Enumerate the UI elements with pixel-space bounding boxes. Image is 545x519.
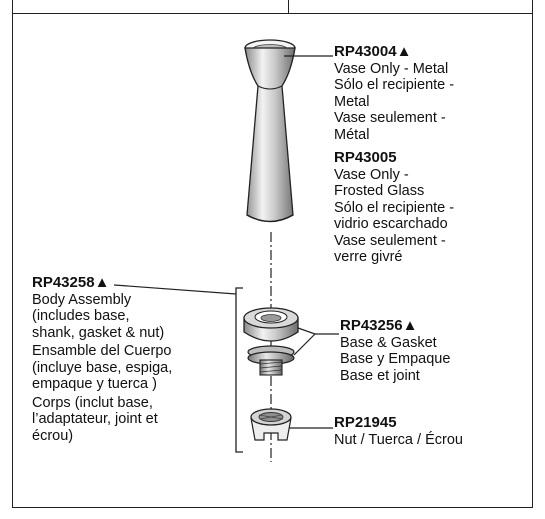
leader-rp43258 bbox=[113, 284, 237, 295]
description-line: shank, gasket & nut) bbox=[32, 324, 165, 341]
header-divider bbox=[288, 0, 289, 13]
description-line: (incluye base, espiga, bbox=[32, 359, 173, 376]
triangle-icon: ▲ bbox=[94, 274, 110, 291]
base-gasket-drawing bbox=[243, 307, 299, 342]
description-line: Body Assembly bbox=[32, 291, 132, 308]
triangle-icon: ▲ bbox=[396, 43, 412, 60]
description-line: Métal bbox=[334, 126, 370, 143]
description-line: Nut / Tuerca / Écrou bbox=[334, 431, 463, 448]
part-number: RP43004 bbox=[334, 43, 397, 60]
description-line: Base et joint bbox=[340, 367, 420, 384]
vase-drawing bbox=[244, 39, 296, 223]
description-line: Vase seulement - bbox=[334, 232, 446, 249]
description-line: Corps (inclut base, bbox=[32, 394, 153, 411]
part-label-rp43005: RP43005 Vase Only - Frosted Glass Sólo e… bbox=[334, 149, 455, 266]
diagram-frame bbox=[12, 0, 533, 508]
description-line: écrou) bbox=[32, 427, 74, 444]
shank-drawing bbox=[259, 359, 283, 376]
part-label-rp21945: RP21945 Nut / Tuerca / Écrou bbox=[334, 414, 463, 448]
part-label-rp43258: RP43258▲ Body Assembly (includes base, s… bbox=[32, 274, 173, 444]
part-number: RP21945 bbox=[334, 414, 397, 431]
description-line: vidrio escarchado bbox=[334, 216, 448, 232]
description-line: l’adaptateur, joint et bbox=[32, 411, 158, 427]
leader-rp43256-a bbox=[297, 327, 339, 335]
part-number: RP43005 bbox=[334, 149, 397, 166]
description-line: (includes base, bbox=[32, 308, 130, 324]
description-line: Sólo el recipiente - bbox=[334, 77, 455, 93]
description-line: Vase Only - Metal bbox=[334, 60, 449, 77]
part-number: RP43256 bbox=[340, 317, 403, 334]
description-line: verre givré bbox=[334, 249, 403, 265]
assembly-bracket bbox=[235, 287, 243, 453]
description-line: Vase seulement - bbox=[334, 110, 446, 126]
part-label-rp43256: RP43256▲ Base & Gasket Base y Empaque Ba… bbox=[340, 317, 451, 384]
description-line: Metal bbox=[334, 93, 370, 110]
nut-drawing bbox=[250, 408, 292, 441]
header-rule bbox=[12, 13, 533, 14]
description-line: empaque y tuerca ) bbox=[32, 376, 157, 392]
triangle-icon: ▲ bbox=[402, 317, 418, 334]
description-line: Vase Only - bbox=[334, 166, 409, 183]
part-label-rp43004: RP43004▲ Vase Only - Metal Sólo el recip… bbox=[334, 43, 455, 143]
leader-rp43256-b bbox=[293, 333, 316, 356]
description-line: Frosted Glass bbox=[334, 183, 425, 199]
description-line: Base y Empaque bbox=[340, 351, 451, 367]
part-number: RP43258 bbox=[32, 274, 95, 291]
description-line: Ensamble del Cuerpo bbox=[32, 343, 172, 359]
description-line: Base & Gasket bbox=[340, 334, 437, 351]
description-line: Sólo el recipiente - bbox=[334, 199, 455, 216]
